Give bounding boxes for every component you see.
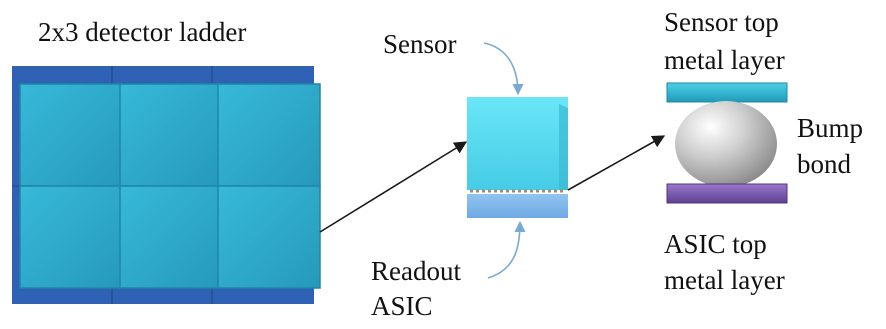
bump-label-line2: bond bbox=[797, 149, 851, 179]
zoom-arrow-bump bbox=[567, 135, 666, 191]
readout-asic-block bbox=[467, 194, 568, 218]
ladder-title: 2x3 detector ladder bbox=[38, 17, 247, 47]
ladder-tile bbox=[217, 83, 321, 187]
ladder-tile bbox=[19, 185, 123, 289]
sensor-metal-layer bbox=[666, 82, 788, 103]
readout-label-line2: ASIC bbox=[371, 291, 433, 321]
sensor-metal-label-line1: Sensor top bbox=[664, 7, 779, 37]
sensor-callout-arrow bbox=[483, 42, 524, 96]
detector-ladder bbox=[12, 66, 321, 304]
asic-metal-label-line1: ASIC top bbox=[664, 229, 767, 259]
sensor-side-shade bbox=[559, 104, 568, 190]
sensor-label: Sensor bbox=[383, 29, 457, 59]
asic-metal-label-line2: metal layer bbox=[664, 265, 785, 295]
ladder-tile bbox=[119, 83, 221, 187]
pixel-stack bbox=[467, 97, 568, 218]
bump-label-line1: Bump bbox=[797, 113, 864, 143]
bump-bond-ball bbox=[675, 101, 777, 187]
sensor-block bbox=[467, 97, 568, 190]
sensor-metal-label-line2: metal layer bbox=[664, 45, 785, 75]
ladder-tile bbox=[217, 185, 321, 289]
asic-metal-layer bbox=[666, 183, 788, 204]
readout-label-line1: Readout bbox=[371, 256, 461, 286]
zoom-arrow-ladder bbox=[319, 141, 468, 233]
ladder-tile bbox=[19, 83, 123, 187]
bump-bond-detail bbox=[666, 82, 788, 204]
ladder-tile bbox=[119, 185, 221, 289]
readout-callout-arrow bbox=[487, 220, 526, 279]
